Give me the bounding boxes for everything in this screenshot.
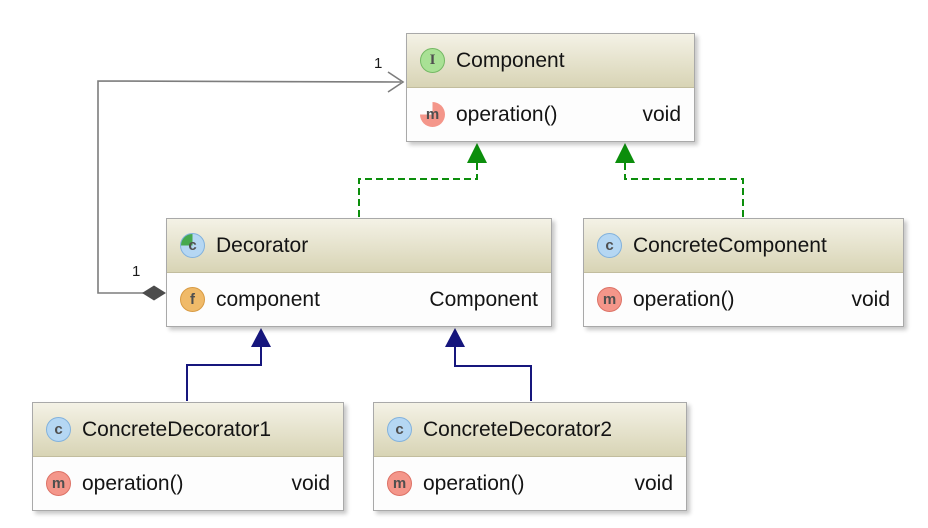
member-name: operation() [456,102,558,126]
member-type: Component [429,287,538,311]
class-header: c ConcreteDecorator2 [374,403,686,457]
interface-icon: I [420,48,445,73]
class-name: ConcreteComponent [633,233,827,257]
class-icon: c [387,417,412,442]
member-type: void [642,102,681,126]
class-header: I Component [407,34,694,88]
class-box-concretecomponent[interactable]: c ConcreteComponent m operation() void [583,218,904,327]
member-row[interactable]: m operation() void [33,457,343,510]
class-box-decorator[interactable]: c Decorator f component Component [166,218,552,327]
method-icon: m [46,471,71,496]
member-name: component [216,287,320,311]
class-icon: c [46,417,71,442]
member-type: void [634,471,673,495]
member-row[interactable]: f component Component [167,273,551,326]
class-box-concretedecorator1[interactable]: c ConcreteDecorator1 m operation() void [32,402,344,511]
method-icon: m [597,287,622,312]
abstract-method-icon: m [420,102,445,127]
field-icon: f [180,287,205,312]
member-type: void [291,471,330,495]
class-icon: c [597,233,622,258]
multiplicity-label-component-end: 1 [374,55,383,72]
member-row[interactable]: m operation() void [374,457,686,510]
edge-inheritance-concretedecorator1-decorator[interactable] [186,328,271,401]
member-row[interactable]: m operation() void [407,88,694,141]
multiplicity-label-decorator-end: 1 [132,263,141,280]
edge-realization-decorator-component[interactable] [358,143,487,217]
method-icon: m [387,471,412,496]
member-name: operation() [423,471,525,495]
member-name: operation() [633,287,735,311]
class-name: Decorator [216,233,309,257]
class-name: ConcreteDecorator2 [423,417,613,441]
class-header: c Decorator [167,219,551,273]
edge-inheritance-concretedecorator2-decorator[interactable] [445,328,532,401]
class-header: c ConcreteDecorator1 [33,403,343,457]
class-box-component[interactable]: I Component m operation() void [406,33,695,142]
abstract-class-icon: c [180,233,205,258]
member-type: void [851,287,890,311]
class-box-concretedecorator2[interactable]: c ConcreteDecorator2 m operation() void [373,402,687,511]
member-name: operation() [82,471,184,495]
class-name: ConcreteDecorator1 [82,417,272,441]
class-header: c ConcreteComponent [584,219,903,273]
class-name: Component [456,48,565,72]
edge-realization-concretecomponent-component[interactable] [615,143,744,217]
member-row[interactable]: m operation() void [584,273,903,326]
